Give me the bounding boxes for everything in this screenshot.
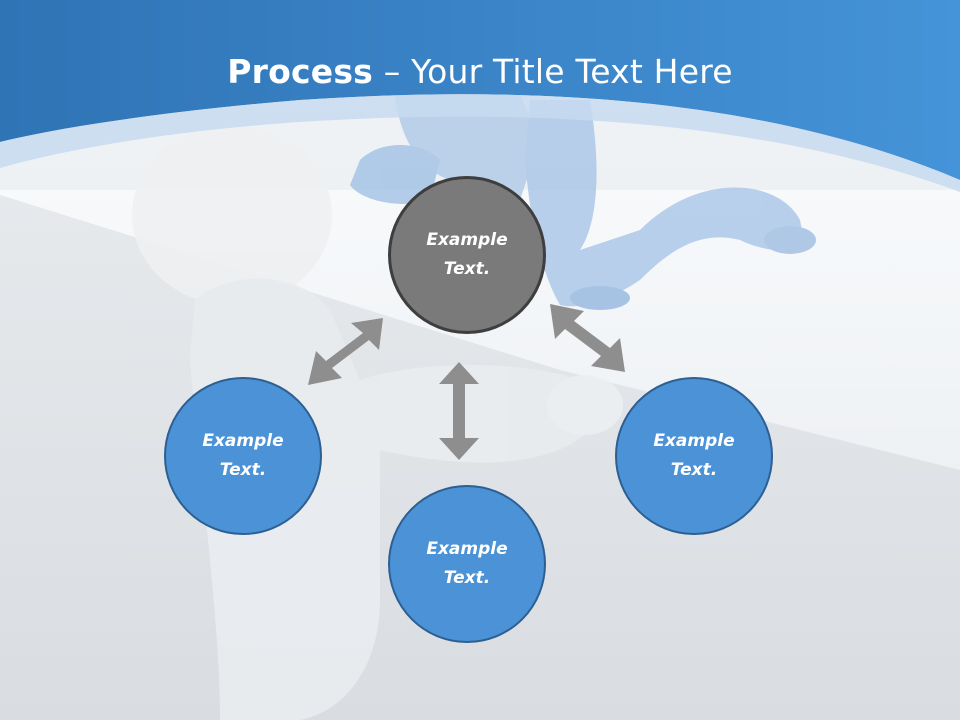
node-text-line2: Text. — [443, 259, 491, 279]
process-node-top[interactable]: Example Text. — [388, 176, 546, 334]
node-text-line1: Example — [426, 230, 508, 250]
node-text-line1: Example — [202, 431, 284, 451]
node-text-line1: Example — [653, 431, 735, 451]
process-node-bottom[interactable]: Example Text. — [388, 485, 546, 643]
arrow-top-left — [308, 318, 383, 385]
node-text: Example Text. — [426, 226, 507, 284]
header-swoosh — [0, 94, 960, 192]
slide-title: Process – Your Title Text Here — [0, 52, 960, 91]
figure-white-illustration — [132, 125, 623, 720]
process-node-right[interactable]: Example Text. — [615, 377, 773, 535]
process-node-left[interactable]: Example Text. — [164, 377, 322, 535]
title-strong: Process — [227, 52, 374, 91]
arrows — [308, 304, 625, 460]
arrow-top-right — [550, 304, 625, 372]
node-text-line2: Text. — [443, 568, 491, 588]
header-band — [0, 0, 960, 180]
title-rest: – Your Title Text Here — [373, 52, 733, 91]
arrow-center-vertical — [439, 362, 479, 460]
node-text: Example Text. — [653, 427, 734, 485]
node-text: Example Text. — [202, 427, 283, 485]
node-text-line1: Example — [426, 539, 508, 559]
figure-blue-illustration — [350, 95, 816, 310]
node-text-line2: Text. — [219, 460, 267, 480]
node-text-line2: Text. — [670, 460, 718, 480]
node-text: Example Text. — [426, 535, 507, 593]
